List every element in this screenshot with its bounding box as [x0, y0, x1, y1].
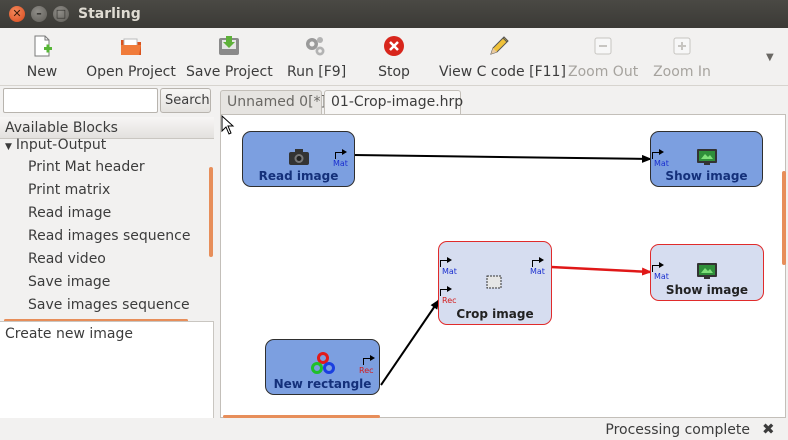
tree-group-input-output[interactable]: ▼Input-Output — [5, 137, 107, 153]
tree-item-print-matrix[interactable]: Print matrix — [28, 182, 111, 198]
close-icon[interactable]: ✖ — [762, 420, 775, 438]
port-arrow-icon — [652, 261, 664, 272]
window-maximize-button[interactable]: □ — [53, 6, 69, 22]
connection-rect-to-crop[interactable] — [380, 299, 440, 386]
blocks-horizontal-scrollbar[interactable] — [4, 319, 188, 321]
tree-item-print-mat-header[interactable]: Print Mat header — [28, 159, 145, 175]
folder-open-icon — [121, 38, 141, 55]
panel-splitter[interactable] — [214, 88, 218, 420]
mouse-cursor-icon — [221, 115, 235, 135]
connections-layer — [352, 154, 652, 386]
save-icon — [219, 36, 239, 55]
status-text: Processing complete — [605, 422, 750, 438]
connection-crop-to-show[interactable] — [550, 265, 652, 276]
zoom-out-button[interactable]: Zoom Out — [568, 32, 638, 84]
block-show-image-1[interactable]: Mat Show image — [650, 131, 763, 187]
port-arrow-icon — [440, 285, 452, 296]
connection-read-to-show[interactable] — [352, 154, 652, 163]
tab-unnamed-0[interactable]: Unnamed 0[*] — [220, 90, 326, 114]
camera-icon — [289, 149, 309, 165]
tree-item-read-image[interactable]: Read image — [28, 205, 112, 221]
port-mat-out[interactable]: Mat — [333, 159, 348, 168]
port-rec-out[interactable]: Rec — [359, 366, 374, 375]
available-blocks-header: Available Blocks — [0, 117, 214, 139]
stop-icon — [384, 36, 404, 56]
tree-item-read-video[interactable]: Read video — [28, 251, 106, 267]
monitor-icon — [697, 149, 717, 165]
search-button[interactable]: Search — [160, 88, 211, 113]
block-description-text: Create new image — [5, 326, 133, 342]
block-crop-image[interactable]: Mat Rec Mat Crop image — [438, 241, 552, 325]
diagram-canvas[interactable]: Mat Read image Mat Show image Mat Rec Ma… — [220, 114, 786, 418]
stop-button[interactable]: Stop — [374, 32, 414, 84]
port-rec-in[interactable]: Rec — [442, 296, 457, 305]
open-project-button[interactable]: Open Project — [86, 32, 176, 84]
gears-icon — [306, 37, 325, 56]
rgb-circles-icon — [311, 352, 335, 374]
run-button[interactable]: Run [F9] — [287, 32, 346, 84]
toolbar: New Open Project Save Project Run [F9] — [0, 28, 788, 86]
pencil-icon — [490, 36, 509, 55]
zoom-out-icon — [594, 37, 612, 55]
block-label: Show image — [665, 169, 748, 183]
view-c-code-button[interactable]: View C code [F11] — [439, 32, 566, 84]
status-bar: Processing complete ✖ — [0, 420, 788, 440]
block-label: Show image — [665, 283, 749, 297]
port-arrow-icon — [440, 256, 452, 267]
block-read-image[interactable]: Mat Read image — [242, 131, 355, 187]
port-mat-in[interactable]: Mat — [442, 267, 457, 276]
toolbar-overflow-icon[interactable]: ▼ — [766, 52, 774, 63]
window-close-button[interactable]: ✕ — [9, 6, 25, 22]
zoom-in-icon — [673, 37, 691, 55]
tree-item-read-images-sequence[interactable]: Read images sequence — [28, 228, 191, 244]
crop-icon — [486, 275, 502, 289]
canvas-horizontal-scrollbar[interactable] — [223, 415, 380, 418]
search-input[interactable] — [3, 88, 158, 113]
canvas-vertical-scrollbar[interactable] — [782, 171, 786, 265]
block-new-rectangle[interactable]: Rec New rectangle — [265, 339, 380, 395]
window-minimize-button[interactable]: – — [31, 6, 47, 22]
expand-arrow-icon[interactable]: ▼ — [5, 142, 12, 152]
tree-item-save-image[interactable]: Save image — [28, 274, 111, 290]
port-arrow-icon — [532, 256, 544, 267]
available-blocks-panel: Available Blocks ▼Input-Output Print Mat… — [0, 117, 214, 322]
port-mat-out[interactable]: Mat — [530, 267, 545, 276]
new-file-icon — [34, 35, 52, 57]
block-show-image-2[interactable]: Mat Show image — [650, 244, 764, 301]
block-label: Crop image — [456, 307, 534, 321]
block-label: New rectangle — [273, 377, 372, 391]
port-arrow-icon — [335, 148, 347, 159]
port-mat-in[interactable]: Mat — [654, 159, 669, 168]
port-arrow-icon — [363, 354, 375, 365]
tab-01-crop-image[interactable]: 01-Crop-image.hrp — [324, 90, 463, 114]
port-mat-in[interactable]: Mat — [654, 272, 669, 281]
window-title: Starling — [78, 6, 141, 22]
port-arrow-icon — [652, 148, 664, 159]
zoom-in-button[interactable]: Zoom In — [653, 32, 711, 84]
blocks-vertical-scrollbar[interactable] — [209, 167, 213, 257]
block-description-panel: Create new image — [0, 322, 214, 418]
block-label: Read image — [258, 169, 339, 183]
monitor-icon — [697, 263, 717, 279]
save-project-button[interactable]: Save Project — [186, 32, 273, 84]
tree-item-save-images-sequence[interactable]: Save images sequence — [28, 297, 190, 313]
new-button[interactable]: New — [22, 32, 62, 84]
title-bar: ✕ – □ Starling — [0, 0, 788, 28]
